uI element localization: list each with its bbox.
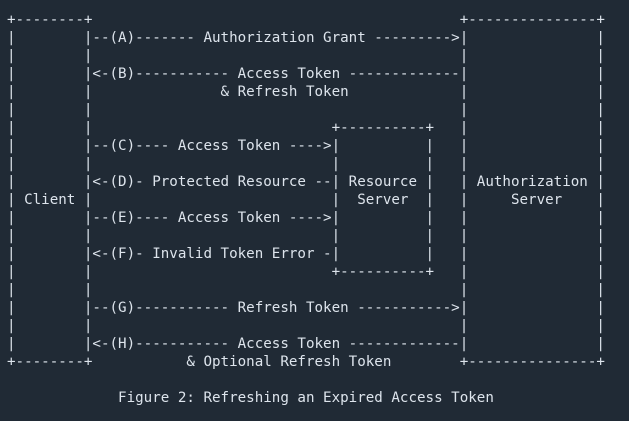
- oauth-refresh-flow-ascii-diagram: +--------+ +---------------+ | |--(A)---…: [7, 12, 605, 370]
- figure-caption: Figure 2: Refreshing an Expired Access T…: [118, 390, 494, 406]
